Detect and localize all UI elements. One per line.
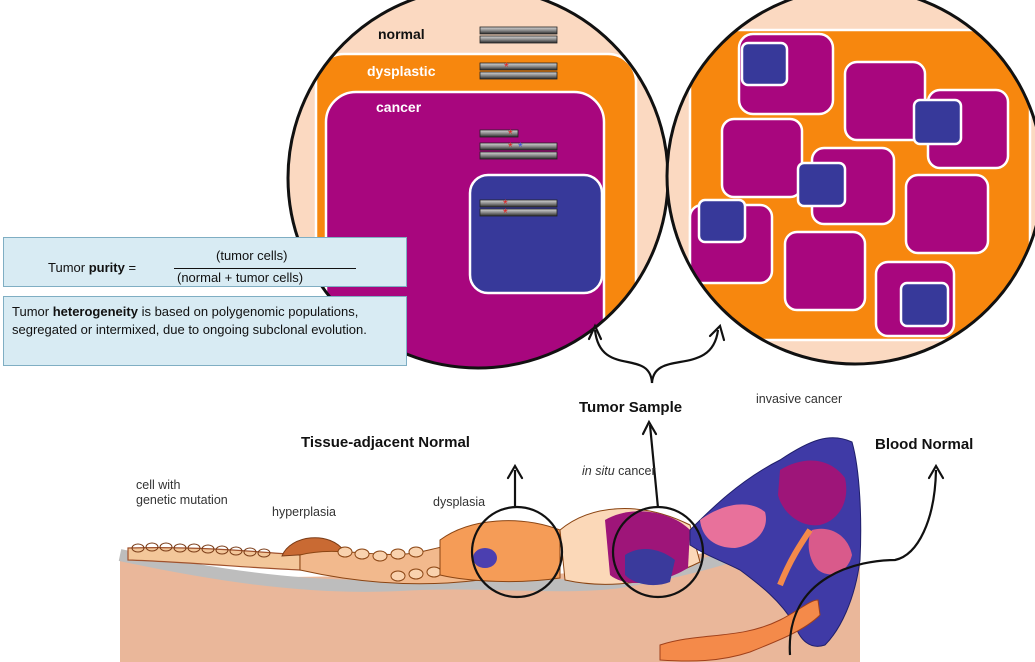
- cell-with-label-line2: genetic mutation: [136, 493, 228, 507]
- purity-bold: purity: [88, 260, 125, 275]
- tumor-sample-label: Tumor Sample: [579, 399, 682, 416]
- arrows: [513, 329, 938, 656]
- mutation-mark: *: [503, 206, 508, 220]
- blood-vessel: [659, 599, 821, 662]
- tissue-illustration: [118, 437, 862, 662]
- zoom-circle-right-border: [665, 0, 1035, 366]
- subclone-region: [468, 173, 604, 295]
- invasive-cancer-label: invasive cancer: [756, 392, 842, 406]
- blood-normal-arrow: [788, 469, 938, 656]
- tissue-adjacent-sample-circle: [470, 505, 564, 599]
- chromosome-pair-normal: [479, 26, 558, 44]
- tissue-adjacent-normal-label: Tissue-adjacent Normal: [301, 434, 470, 451]
- mutation-mark: *: [508, 127, 513, 141]
- mid-cells: [337, 546, 442, 582]
- heterogeneity-text: is based on polygenomic populations, seg…: [12, 304, 367, 337]
- invasive-pink-patch-2: [808, 528, 852, 575]
- normal-cells: [131, 542, 271, 558]
- mutation-mark: *: [508, 140, 513, 154]
- zoom-circle-clonal-evolution: normal dysplastic cancer * * * * * *: [286, 0, 670, 370]
- mutation-mark: *: [503, 197, 508, 211]
- in-situ-blue: [625, 548, 675, 586]
- blood-normal-label: Blood Normal: [875, 436, 973, 453]
- invasive-magenta-patch: [778, 460, 847, 526]
- normal-label: normal: [378, 26, 425, 42]
- dysplasia-label: dysplasia: [433, 495, 485, 509]
- mutation-mark: *: [504, 60, 509, 74]
- bracket-arrow-left: [593, 329, 654, 384]
- mutation-mark-blue: *: [518, 140, 523, 154]
- fraction-bar: [174, 268, 356, 269]
- blue-subclone-cells: [697, 41, 963, 328]
- tumor-heterogeneity-box: Tumor heterogeneity is based on polygeno…: [3, 296, 407, 366]
- invasive-pink-patch: [700, 504, 766, 548]
- chromosome-pair-subclone: * *: [479, 197, 558, 220]
- cancer-label: cancer: [376, 99, 422, 115]
- heterogeneity-bold: heterogeneity: [52, 304, 138, 319]
- tumor-purity-box: Tumor purity = (tumor cells) (normal + t…: [3, 237, 407, 287]
- chromosome-pair-dysplastic: *: [479, 60, 558, 80]
- dysplasia-blue-cells: [473, 548, 497, 568]
- tumor-sample-arrow: [648, 424, 660, 509]
- purity-numerator: (tumor cells): [216, 248, 288, 263]
- cell-with-label-line1: cell with: [136, 478, 181, 492]
- chromosome-set-cancer: * * *: [479, 127, 558, 160]
- arrowheads: [506, 323, 945, 480]
- dysplasia-region: [439, 520, 561, 583]
- dysplastic-label: dysplastic: [367, 63, 436, 79]
- in-situ-cancer-label: in situ cancer: [582, 464, 656, 478]
- zoom-circle-heterogeneity: [665, 0, 1035, 366]
- blood-vessel-branch: [777, 528, 813, 587]
- purity-label: Tumor purity =: [48, 260, 137, 275]
- bracket-arrow-right: [650, 329, 720, 384]
- hyperplasia-label: hyperplasia: [272, 505, 336, 519]
- purity-denominator: (normal + tumor cells): [177, 270, 304, 285]
